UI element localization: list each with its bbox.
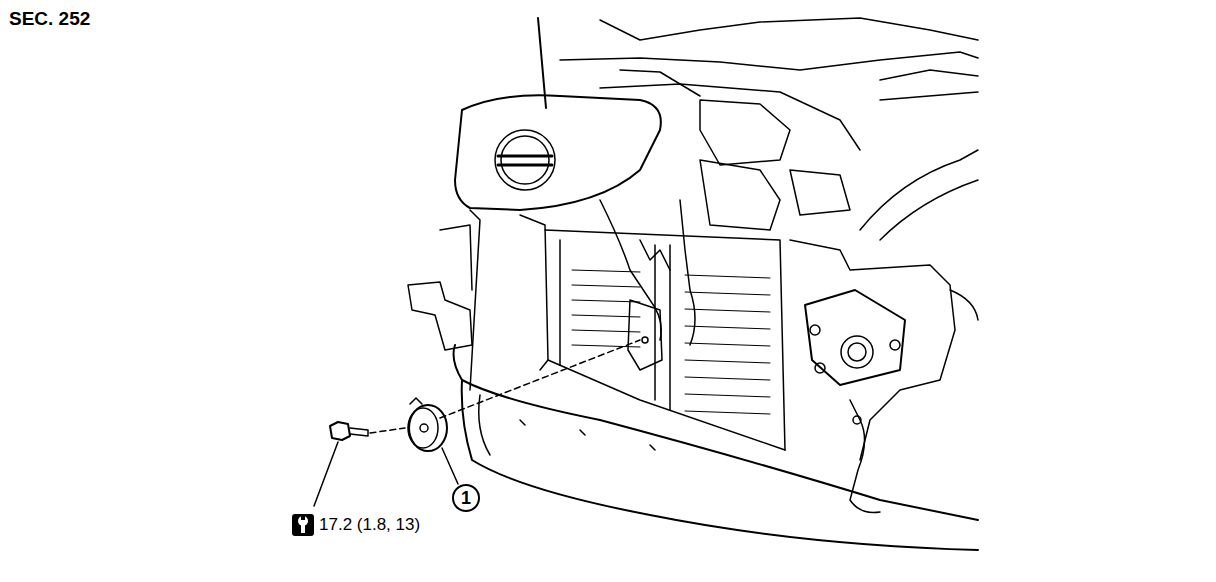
callout-circle: 1: [452, 484, 480, 512]
section-title: SEC. 252: [9, 8, 90, 30]
callout-number: 1: [461, 489, 471, 507]
torque-value: 17.2 (1.8, 13): [319, 515, 420, 535]
torque-wrench-icon: [292, 514, 314, 536]
